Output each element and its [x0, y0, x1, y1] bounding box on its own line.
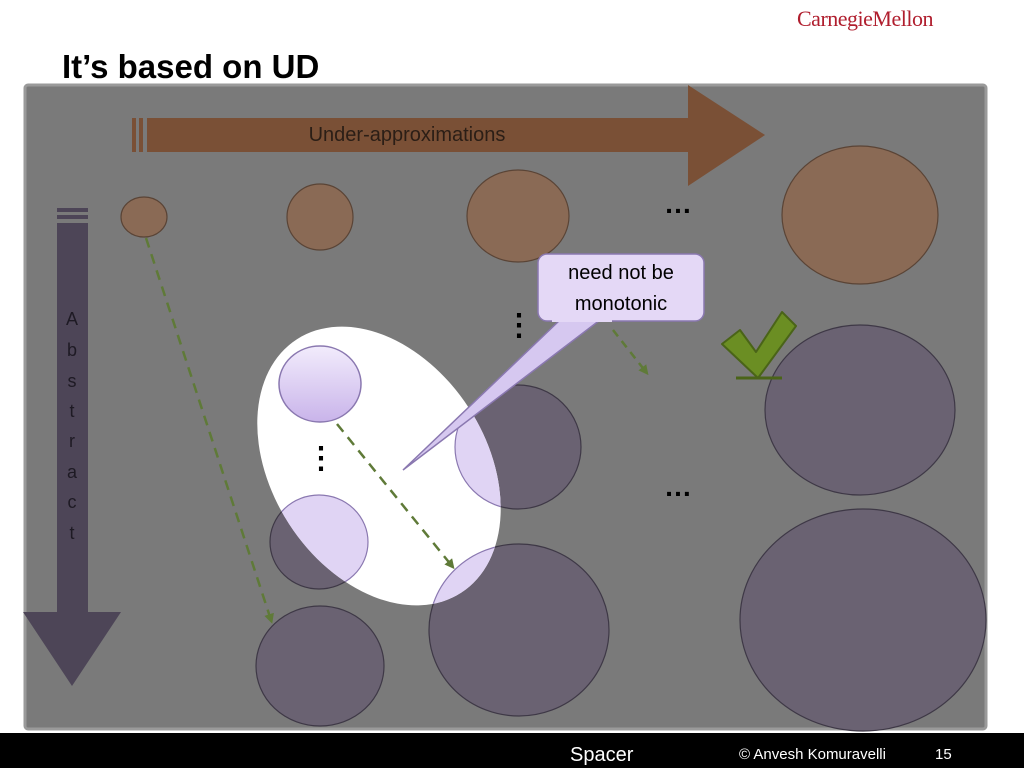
monotonic-callout: need not be monotonic	[402, 253, 705, 471]
horizontal-ellipsis: …	[664, 188, 692, 219]
purple-circle	[739, 508, 987, 732]
dashed-arrows	[144, 237, 649, 624]
slide-title: It’s based on UD	[62, 48, 320, 85]
callout-line-1: need not be	[568, 262, 674, 284]
purple-circle	[764, 324, 956, 496]
abstract-letter: s	[68, 371, 77, 391]
under-approximations-arrow: Under-approximations	[132, 85, 765, 186]
brown-circle	[466, 169, 570, 263]
abstract-letter: t	[69, 523, 74, 543]
under-approximation-circles	[120, 145, 939, 285]
abstract-letter: c	[68, 492, 77, 512]
vertical-ellipsis: ⋮	[306, 442, 336, 475]
abstract-letter: r	[69, 431, 75, 451]
abstract-letter: A	[66, 309, 78, 329]
under-approximations-label: Under-approximations	[309, 124, 506, 146]
highlighted-purple-circle	[278, 345, 362, 423]
brown-circle	[286, 183, 354, 251]
checkmark-icon	[721, 311, 797, 380]
vertical-ellipsis: ⋮	[504, 309, 534, 342]
brown-circle	[781, 145, 939, 285]
abstract-arrow: A b s t r a c t	[23, 208, 121, 686]
dashed-arrow	[612, 329, 649, 376]
abstract-letter: b	[67, 340, 77, 360]
footer-author: © Anvesh Komuravelli	[739, 746, 886, 763]
purple-circle	[255, 605, 385, 727]
callout-line-2: monotonic	[575, 293, 667, 315]
horizontal-ellipsis: …	[664, 471, 692, 502]
footer-title: Spacer	[570, 744, 634, 766]
brown-circle	[120, 196, 168, 238]
footer-bar	[0, 733, 1024, 768]
abstraction-circles	[255, 324, 987, 732]
dashed-arrow	[336, 423, 455, 570]
carnegie-mellon-logo: CarnegieMellon	[797, 6, 933, 31]
purple-circle	[428, 543, 610, 717]
page-number: 15	[935, 746, 952, 763]
abstract-letter: t	[69, 401, 74, 421]
abstract-letter: a	[67, 462, 78, 482]
